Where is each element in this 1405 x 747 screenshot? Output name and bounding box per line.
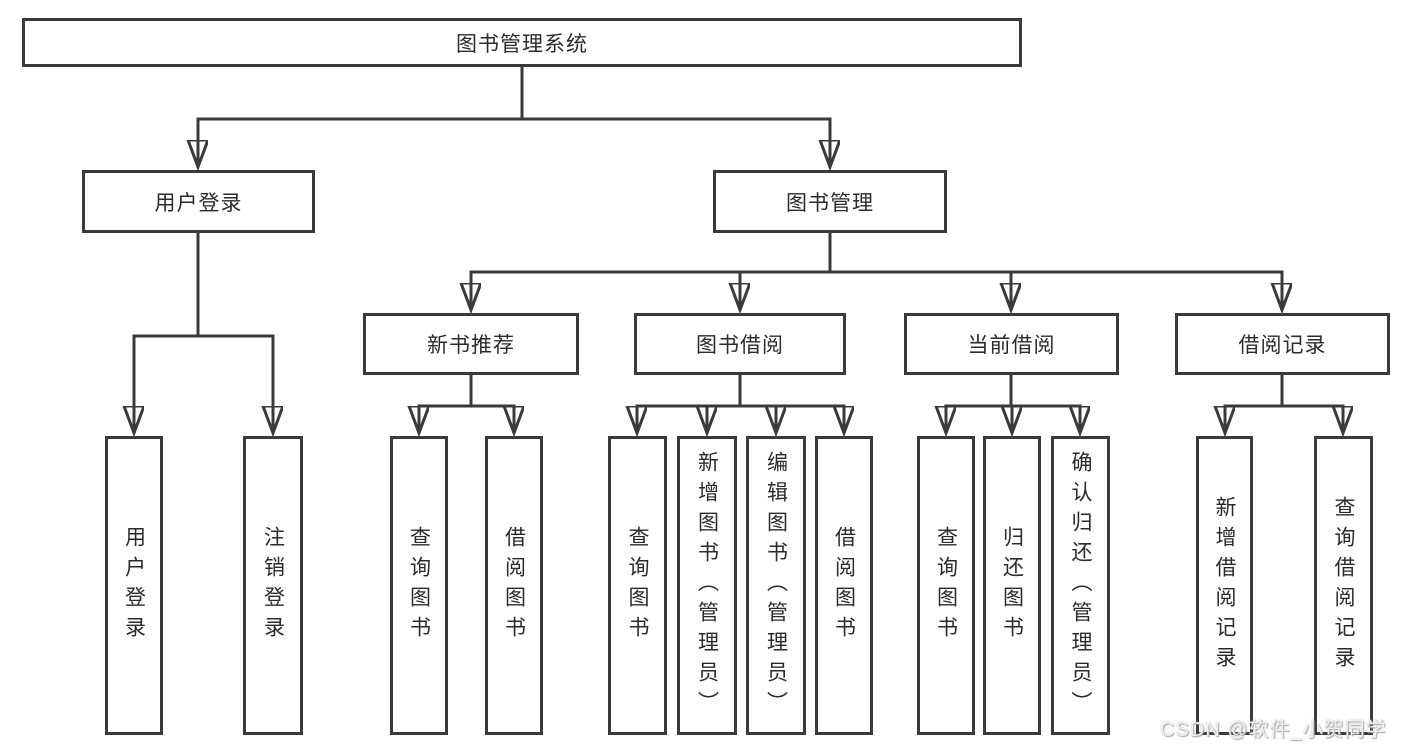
node-current-borrow: 当前借阅 bbox=[904, 313, 1119, 375]
leaf-label: 用户登录 bbox=[122, 525, 146, 646]
leaf-confirm-return-admin: 确认归还（管理员） bbox=[1051, 436, 1110, 735]
csdn-watermark: CSDN @软件_小贺同学 bbox=[1160, 719, 1387, 741]
leaf-query-borrow-record: 查询借阅记录 bbox=[1314, 436, 1373, 735]
leaf-label: 查询图书 bbox=[626, 525, 649, 646]
leaf-borrow-books: 借阅图书 bbox=[815, 436, 873, 735]
leaf-user-login: 用户登录 bbox=[105, 436, 163, 735]
leaf-add-borrow-record: 新增借阅记录 bbox=[1196, 436, 1253, 735]
leaf-label: 新增图书（管理员） bbox=[695, 450, 719, 721]
node-label: 图书借阅 bbox=[696, 334, 784, 357]
node-user-login: 用户登录 bbox=[82, 170, 315, 233]
leaf-label: 确认归还（管理员） bbox=[1069, 450, 1092, 721]
leaf-label: 借阅图书 bbox=[832, 525, 856, 646]
node-label: 图书管理系统 bbox=[456, 32, 588, 56]
leaf-return-books: 归还图书 bbox=[983, 436, 1041, 735]
node-book-management: 图书管理 bbox=[713, 170, 947, 233]
leaf-query-books-borrow: 查询图书 bbox=[608, 436, 667, 735]
node-label: 新书推荐 bbox=[427, 334, 515, 357]
node-borrow-records: 借阅记录 bbox=[1175, 313, 1390, 375]
node-book-borrow: 图书借阅 bbox=[634, 313, 846, 375]
leaf-label: 查询借阅记录 bbox=[1332, 495, 1355, 676]
leaf-label: 归还图书 bbox=[1000, 525, 1024, 646]
node-label: 用户登录 bbox=[154, 191, 243, 215]
leaf-label: 新增借阅记录 bbox=[1213, 495, 1236, 676]
leaf-label: 查询图书 bbox=[407, 525, 431, 646]
leaf-borrow-books-recommend: 借阅图书 bbox=[485, 436, 543, 735]
node-label: 图书管理 bbox=[786, 191, 874, 215]
leaf-label: 注销登录 bbox=[261, 525, 285, 646]
node-root-library-management-system: 图书管理系统 bbox=[22, 18, 1022, 67]
node-new-book-recommend: 新书推荐 bbox=[363, 313, 579, 375]
node-label: 借阅记录 bbox=[1238, 334, 1327, 357]
leaf-add-books-admin: 新增图书（管理员） bbox=[677, 436, 737, 735]
leaf-logout-login: 注销登录 bbox=[243, 436, 303, 735]
leaf-edit-books-admin: 编辑图书（管理员） bbox=[746, 436, 806, 735]
leaf-label: 查询图书 bbox=[934, 525, 958, 646]
leaf-query-books-current: 查询图书 bbox=[917, 436, 975, 735]
node-label: 当前借阅 bbox=[967, 334, 1056, 357]
leaf-label: 借阅图书 bbox=[502, 525, 526, 646]
leaf-query-books-recommend: 查询图书 bbox=[390, 436, 448, 735]
leaf-label: 编辑图书（管理员） bbox=[764, 450, 788, 721]
